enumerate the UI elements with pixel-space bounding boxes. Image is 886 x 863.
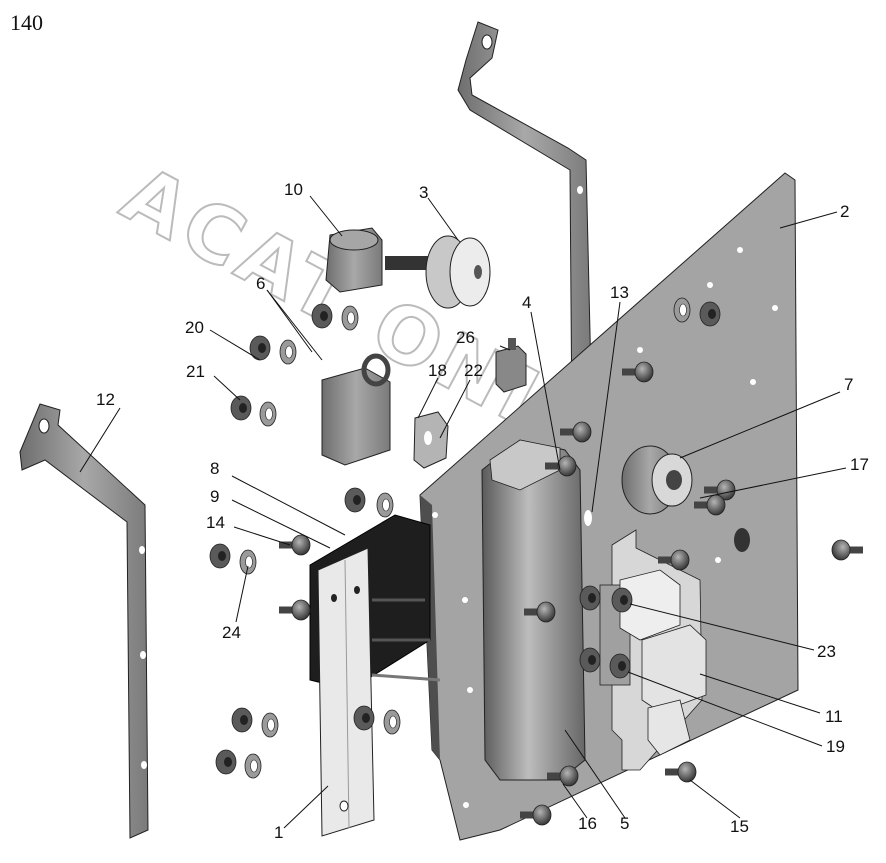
callout-6: 6 bbox=[256, 274, 265, 293]
callout-9: 9 bbox=[210, 487, 219, 506]
callout-12: 12 bbox=[96, 390, 115, 409]
potentiometer-3 bbox=[385, 235, 491, 309]
busbar-1 bbox=[317, 547, 375, 837]
callout-2: 2 bbox=[840, 202, 849, 221]
relay-block bbox=[321, 353, 391, 466]
callout-19: 19 bbox=[826, 737, 845, 756]
resistor-7 bbox=[621, 445, 693, 515]
component-11 bbox=[619, 569, 707, 756]
callout-15: 15 bbox=[730, 817, 749, 836]
callout-23: 23 bbox=[817, 642, 836, 661]
callout-17: 17 bbox=[850, 455, 869, 474]
callout-16: 16 bbox=[578, 814, 597, 833]
callout-labels: 10 3 2 6 20 21 12 4 13 26 18 22 7 17 8 9… bbox=[96, 180, 869, 842]
callout-8: 8 bbox=[210, 459, 219, 478]
callout-18: 18 bbox=[428, 361, 447, 380]
leader-lines bbox=[79, 195, 847, 829]
callout-7: 7 bbox=[844, 375, 853, 394]
clip-22 bbox=[413, 411, 449, 469]
callout-26: 26 bbox=[456, 328, 475, 347]
callout-10: 10 bbox=[284, 180, 303, 199]
callout-1: 1 bbox=[274, 823, 283, 842]
callout-20: 20 bbox=[185, 318, 204, 337]
callout-5: 5 bbox=[620, 814, 629, 833]
callout-4: 4 bbox=[522, 293, 531, 312]
bracket-12 bbox=[19, 403, 149, 839]
knob-10 bbox=[325, 227, 383, 293]
callout-24: 24 bbox=[222, 623, 241, 642]
terminal-26 bbox=[495, 338, 527, 393]
callout-13: 13 bbox=[610, 283, 629, 302]
callout-21: 21 bbox=[186, 362, 205, 381]
callout-3: 3 bbox=[419, 183, 428, 202]
callout-11: 11 bbox=[825, 707, 843, 726]
page-number: 140 bbox=[10, 10, 43, 35]
callout-14: 14 bbox=[206, 513, 225, 532]
callout-22: 22 bbox=[464, 361, 483, 380]
